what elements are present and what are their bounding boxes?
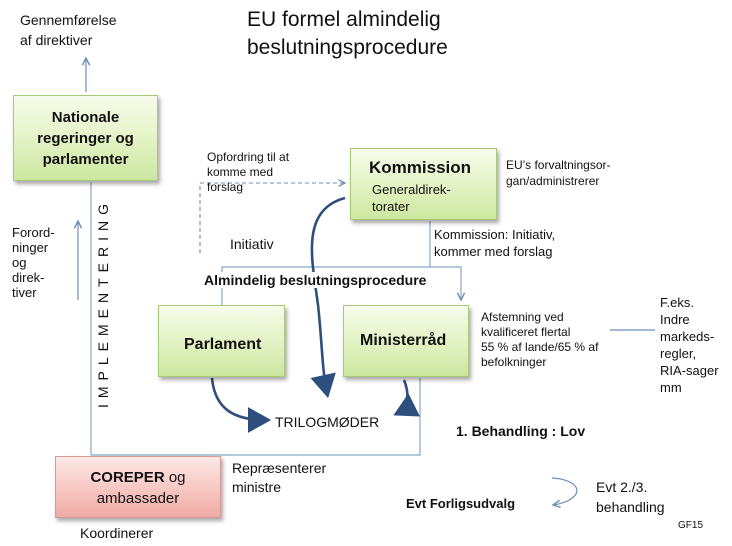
procedure-label: Almindelig beslutningsprocedure xyxy=(204,272,427,288)
nationale-label: Nationale regeringer og parlamenter xyxy=(37,109,134,168)
repraesenterer-label: Repræsenterer ministre xyxy=(232,460,327,495)
kommission-box: Kommission Generaldirek- torater xyxy=(350,148,497,220)
opfordring-dashed-arrow xyxy=(199,183,345,253)
koordinerer-label: Koordinerer xyxy=(80,525,154,541)
parlament-box: Parlament xyxy=(158,305,285,377)
trilog-label: TRILOGMØDER xyxy=(275,414,380,430)
ministerraad-label: Ministerråd xyxy=(360,332,447,349)
evt-behandling-label: Evt 2./3. behandling xyxy=(596,479,665,515)
initiativ-label: Initiativ xyxy=(230,236,274,252)
implementering-label: IMPLEMENTERING xyxy=(95,198,111,409)
afstemning-label: Afstemning ved kvalificeret flertal 55 %… xyxy=(481,310,599,369)
forligsudvalg-label: Evt Forligsudvalg xyxy=(406,496,516,511)
kommission-title: Kommission xyxy=(369,158,472,177)
arrow-ministerraad-to-trilog xyxy=(393,379,421,417)
gennemfoerelse-label: Gennemførelse af direktiver xyxy=(20,12,117,48)
page-title: EU formel almindelig beslutningsprocedur… xyxy=(247,6,448,62)
kommission-note: Kommission: Initiativ, kommer med forsla… xyxy=(434,227,556,259)
parlament-label: Parlament xyxy=(184,336,262,353)
forordninger-label: Forord- ninger og direk- tiver xyxy=(12,225,55,300)
coreper-box: COREPER og ambassader xyxy=(55,456,221,518)
arrow-kommission-to-trilog xyxy=(310,196,346,399)
eu-forvaltning-label: EU’s forvaltningsor- gan/administrerer xyxy=(506,158,611,188)
ministerraad-box: Ministerråd xyxy=(343,305,469,377)
gf-label: GF15 xyxy=(678,520,704,531)
coreper-label: COREPER og ambassader xyxy=(90,469,186,507)
kommission-sub: Generaldirek- torater xyxy=(372,182,451,214)
title-line1: EU formel almindelig xyxy=(247,8,441,31)
opfordring-label: Opfordring til at komme med forslag xyxy=(207,150,290,194)
arrow-parlament-to-trilog xyxy=(210,377,272,433)
title-line2: beslutningsprocedure xyxy=(247,36,448,59)
behandling1-label: 1. Behandling : Lov xyxy=(456,423,586,439)
feks-label: F.eks. Indre markeds- regler, RIA-sager … xyxy=(660,295,719,395)
nationale-box: Nationale regeringer og parlamenter xyxy=(13,95,158,181)
arrow-forligsudvalg xyxy=(552,477,578,505)
